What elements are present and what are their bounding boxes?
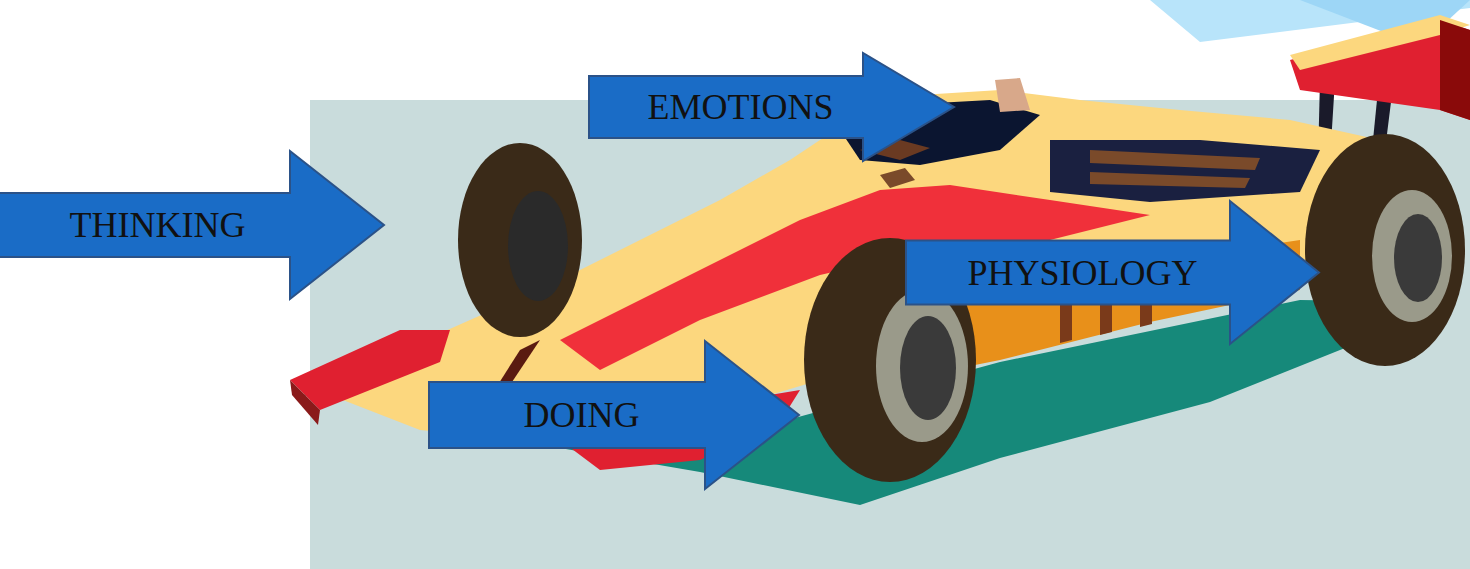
rear-wheel: [1305, 134, 1465, 366]
block-arrow: [906, 201, 1319, 344]
engine-cover: [1050, 140, 1320, 202]
block-arrow: [589, 53, 954, 161]
wheel-hub: [876, 290, 968, 442]
wheel-hub: [1372, 190, 1452, 322]
arrow-text: DOING: [428, 382, 735, 448]
mirror: [880, 168, 915, 188]
wheel-hub-center: [900, 316, 956, 420]
front-wing: [290, 330, 450, 410]
rear-wing-end: [1440, 20, 1470, 120]
front-wing-edge: [290, 380, 320, 425]
headrest: [995, 78, 1030, 112]
wheel-hub-center: [1394, 214, 1442, 302]
arrow-text: THINKING: [0, 193, 320, 257]
block-arrow: [0, 151, 384, 299]
arrow-label: DOING: [428, 340, 800, 490]
engine-bar: [1090, 172, 1250, 188]
engine-bar: [1090, 150, 1260, 170]
arrow-label: PHYSIOLOGY: [905, 200, 1320, 345]
front-wheel: [458, 143, 582, 337]
arrow-text: PHYSIOLOGY: [905, 241, 1260, 305]
wheel-hub: [508, 191, 568, 301]
arrow-label: EMOTIONS: [588, 52, 955, 162]
arrow-label: THINKING: [0, 150, 385, 300]
arrow-text: EMOTIONS: [588, 76, 893, 138]
block-arrow: [429, 341, 799, 489]
